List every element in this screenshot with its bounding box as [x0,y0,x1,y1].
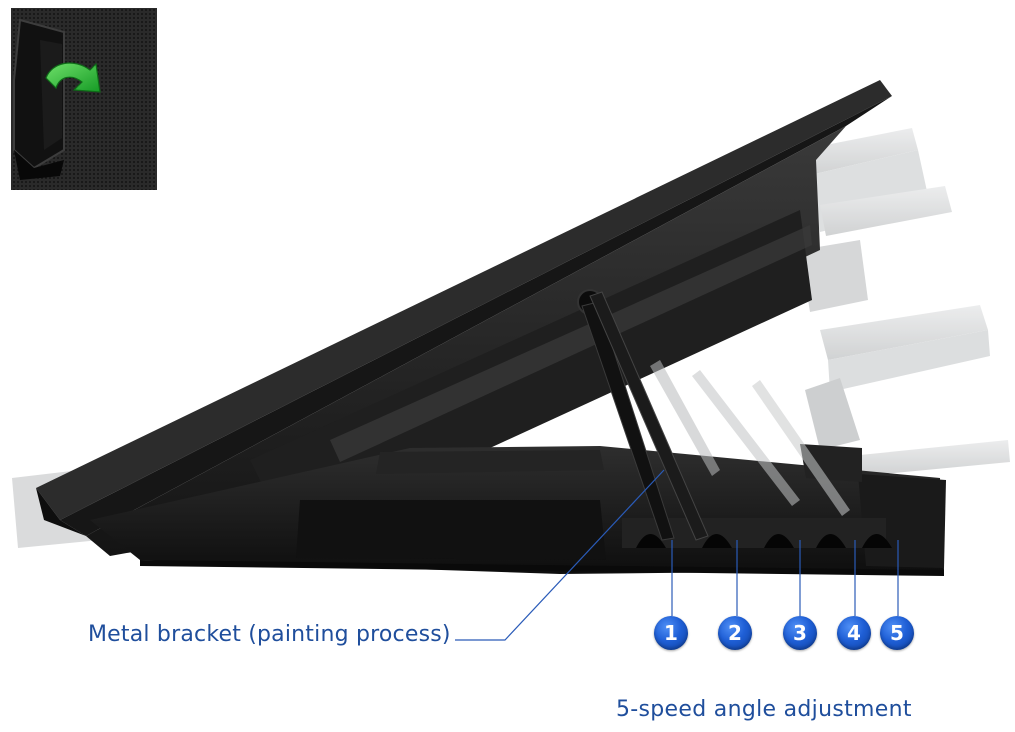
position-badge-5: 5 [880,616,914,650]
angle-adjustment-label: 5-speed angle adjustment [616,697,912,722]
metal-bracket [577,289,709,541]
bracket-label: Metal bracket (painting process) [88,622,451,647]
leader-lines [455,469,899,641]
position-badge-3: 3 [783,616,817,650]
position-badge-2: 2 [718,616,752,650]
stand-top-panel [36,80,892,556]
position-badge-4: 4 [837,616,871,650]
position-badge-1: 1 [654,616,688,650]
rotate-arrow-icon [45,62,101,93]
inset-detail-photo [11,8,157,190]
bracket-leader-line [455,469,665,641]
ghost-bracket-positions [650,360,850,516]
